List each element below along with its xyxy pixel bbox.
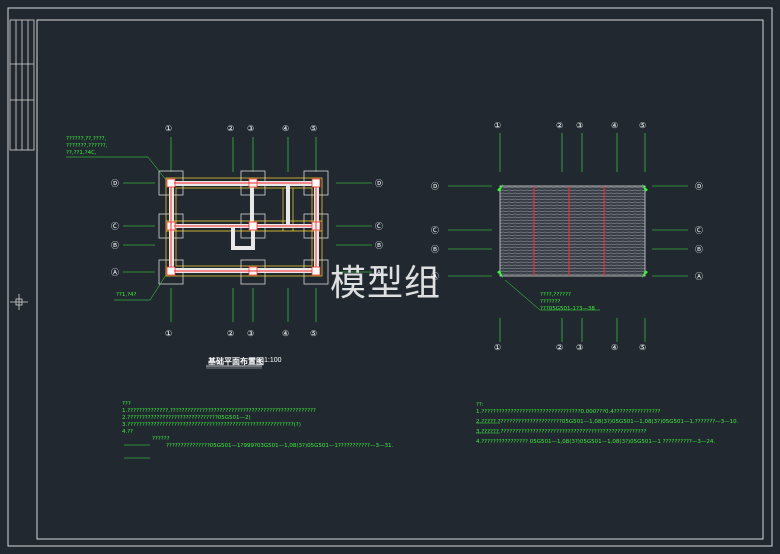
left-row-label-c-right: Ⓒ [375,222,383,231]
watermark-text: 模型组 [330,263,442,304]
right-row-label-b-right: Ⓑ [695,245,703,254]
notes-left: ??? 1.??????????????,???????????????????… [122,401,394,449]
right-col-label-4-bottom: ④ [611,343,619,352]
binding-strip [9,19,35,151]
slab-area [499,185,646,277]
right-row-label-a: Ⓐ [431,272,439,281]
foundation-plan-left [66,137,372,322]
right-col-label-5: ⑤ [639,121,647,130]
left-col-label-1-bottom: ① [165,329,173,338]
left-col-label-4-bottom: ④ [282,329,290,338]
right-row-label-d-right: Ⓓ [695,182,703,191]
right-col-label-2: ② [556,121,564,130]
left-col-label-3-bottom: ③ [247,329,255,338]
right-col-label-2-bottom: ② [556,343,564,352]
left-col-label-4: ④ [282,124,290,133]
right-col-label-4: ④ [611,121,619,130]
left-row-label-a-right: Ⓐ [375,268,383,277]
left-col-label-2: ② [227,124,235,133]
left-callout-top: ??????,??,????, ???????,??????, ??,??1,?… [66,136,108,156]
left-plan-scale: 1:100 [264,357,282,364]
slab-plan-right [448,133,688,342]
left-row-label-c: Ⓒ [111,222,119,231]
drawing-frame [36,19,764,540]
left-row-label-a: Ⓐ [111,268,119,277]
crosshair-cursor-icon [10,294,28,310]
right-callout: ????,?????? ??????? ???05G501-1?3—38 [540,292,595,312]
right-col-label-1-bottom: ① [494,343,502,352]
right-col-label-3-bottom: ③ [576,343,584,352]
right-row-label-b: Ⓑ [431,245,439,254]
notes-right: ??: 1.??????????????????????????????????… [476,402,739,445]
left-row-label-b: Ⓑ [111,241,119,250]
left-callout-bottom: ??1,?4? [116,292,137,298]
right-row-label-c-right: Ⓒ [695,226,703,235]
left-plan-title: 基础平面布置图 [208,357,264,366]
right-col-label-3: ③ [576,121,584,130]
left-row-label-d-right: Ⓓ [375,179,383,188]
left-col-label-5-bottom: ⑤ [310,329,318,338]
right-col-label-1: ① [494,121,502,130]
left-row-label-d: Ⓓ [111,179,119,188]
right-row-label-c: Ⓒ [431,226,439,235]
right-col-label-5-bottom: ⑤ [639,343,647,352]
right-row-label-d: Ⓓ [431,182,439,191]
left-col-label-5: ⑤ [310,124,318,133]
left-col-label-1: ① [165,124,173,133]
left-row-label-b-right: Ⓑ [375,241,383,250]
left-col-label-2-bottom: ② [227,329,235,338]
sheet-outer-border [7,7,773,547]
right-row-label-a-right: Ⓐ [695,272,703,281]
left-col-label-3: ③ [247,124,255,133]
